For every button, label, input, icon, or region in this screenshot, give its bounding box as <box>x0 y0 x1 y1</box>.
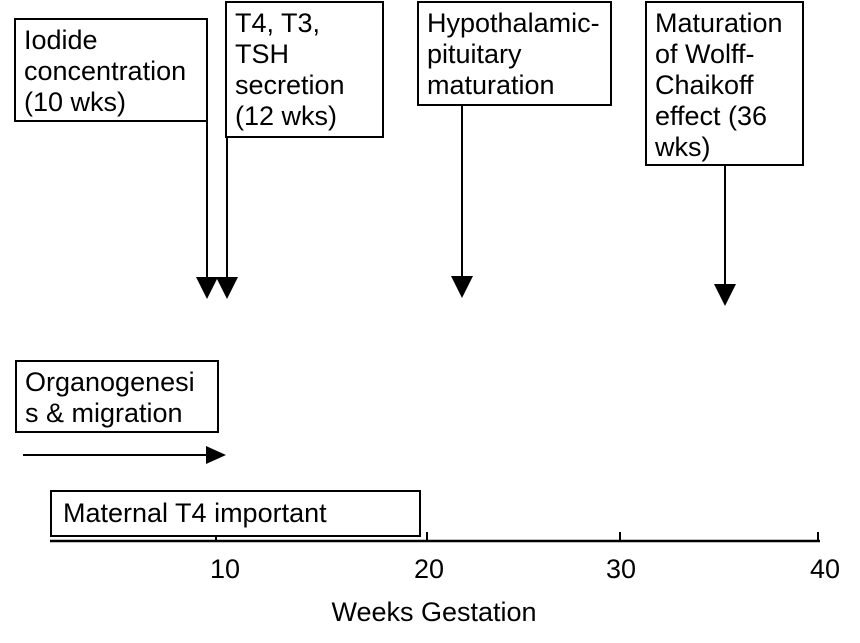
box-text-line: T4, T3, <box>235 8 321 38</box>
box-text-line: Hypothalamic- <box>427 8 600 38</box>
box-text-line: of Wolff- <box>655 39 755 69</box>
box-text-line: Iodide <box>24 25 98 55</box>
t4-t3-tsh-down-arrow <box>216 138 238 299</box>
box-text-line: pituitary <box>427 39 522 69</box>
axis-tick-label-20: 20 <box>413 554 445 584</box>
hypothalamic-pituitary-maturation-box: Hypothalamic- pituitary maturation <box>417 1 612 106</box>
box-text-line: Organogenesi <box>25 367 195 397</box>
hypothalamic-down-arrow <box>451 106 473 298</box>
box-text-line: Maternal T4 important <box>63 498 327 528</box>
box-text-line: wks) <box>655 132 711 162</box>
axis-tick-label-30: 30 <box>605 554 637 584</box>
box-text-line: concentration <box>24 56 187 86</box>
box-text-line: secretion <box>235 70 345 100</box>
maternal-t4-important-box: Maternal T4 important <box>50 490 421 537</box>
box-text-line: maturation <box>427 70 555 100</box>
organogenesis-migration-box: Organogenesi s & migration <box>15 360 219 433</box>
iodide-down-arrow <box>196 122 218 299</box>
box-text-line: Chaikoff <box>655 70 754 100</box>
box-text-line: (12 wks) <box>235 101 338 131</box>
box-text-line: Maturation <box>655 8 783 38</box>
box-text-line: (10 wks) <box>24 87 127 117</box>
iodide-concentration-box: Iodide concentration (10 wks) <box>14 18 208 122</box>
box-text-line: s & migration <box>25 398 183 428</box>
axis-tick-label-40: 40 <box>809 554 841 584</box>
axis-title: Weeks Gestation <box>331 597 537 627</box>
box-text-line: TSH <box>235 39 289 69</box>
t4-t3-tsh-secretion-box: T4, T3, TSH secretion (12 wks) <box>225 1 384 138</box>
box-text-line: effect (36 <box>655 101 768 131</box>
organogenesis-right-arrow <box>23 446 226 464</box>
axis-tick-label-10: 10 <box>209 554 241 584</box>
wolff-chaikoff-maturation-box: Maturation of Wolff- Chaikoff effect (36… <box>645 1 804 166</box>
wolff-chaikoff-down-arrow <box>714 166 736 306</box>
